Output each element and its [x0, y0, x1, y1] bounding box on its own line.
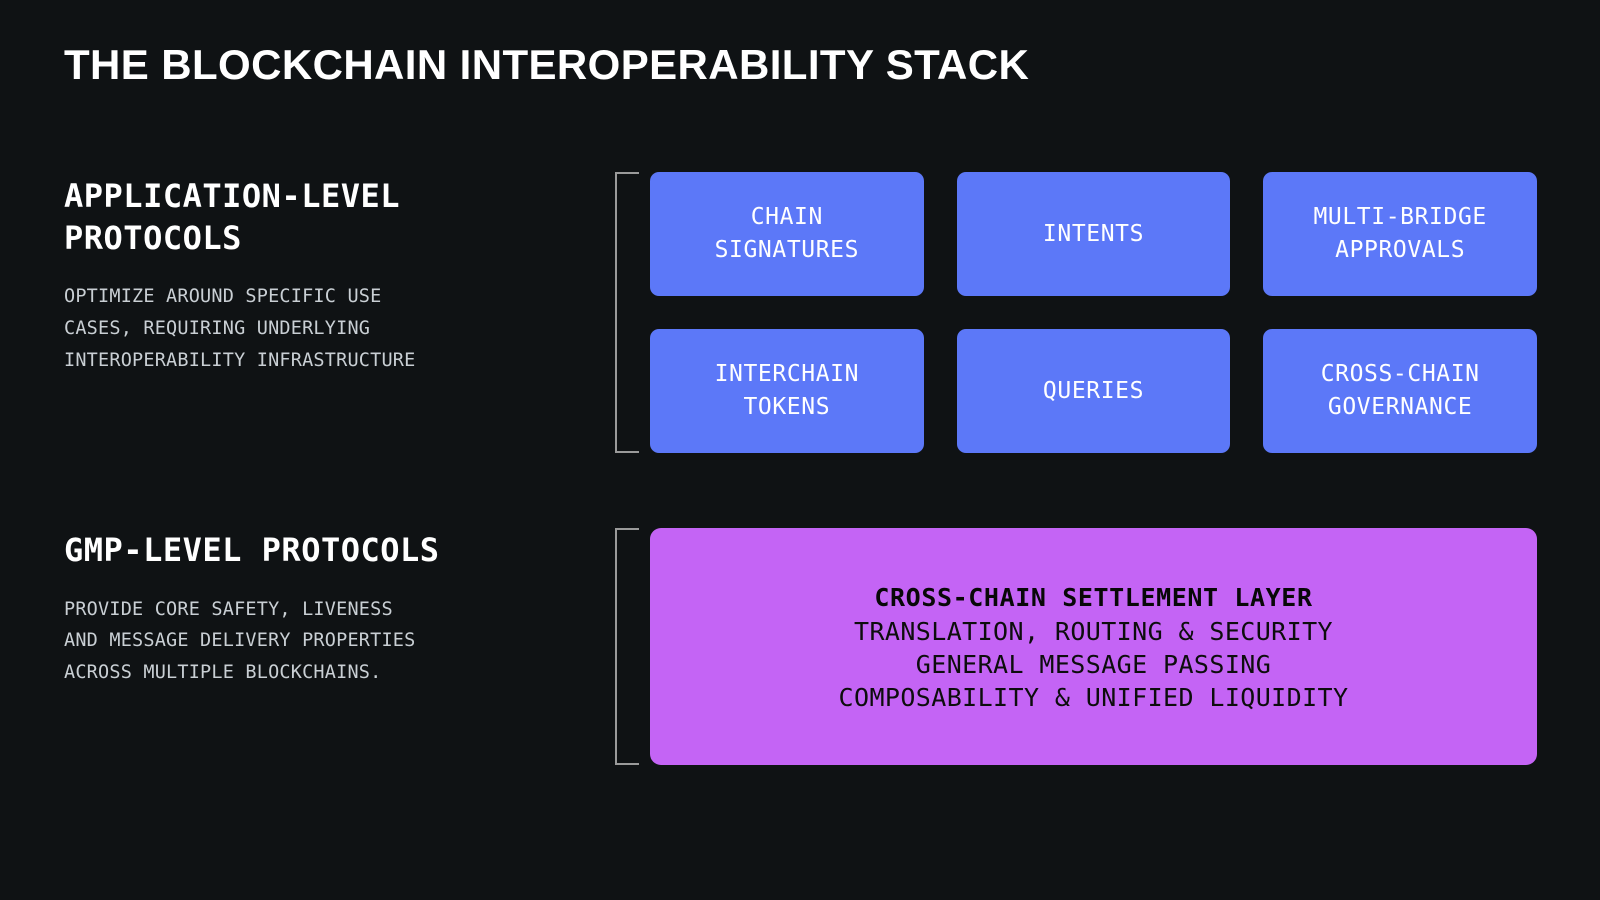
bracket-gmp-level	[615, 528, 639, 765]
card-cross-chain-governance[interactable]: CROSS-CHAIN GOVERNANCE	[1263, 329, 1537, 453]
settlement-layer-line-2: GENERAL MESSAGE PASSING	[915, 649, 1272, 679]
card-queries[interactable]: QUERIES	[956, 329, 1231, 453]
bracket-application-level	[615, 172, 639, 453]
settlement-layer-title: CROSS-CHAIN SETTLEMENT LAYER	[874, 582, 1313, 612]
section-label-gmp-level: GMP-LEVEL PROTOCOLS PROVIDE CORE SAFETY,…	[64, 530, 584, 689]
section-description-gmp-level: PROVIDE CORE SAFETY, LIVENESS AND MESSAG…	[64, 598, 416, 684]
card-chain-signatures[interactable]: CHAIN SIGNATURES	[650, 172, 924, 296]
page-title: THE BLOCKCHAIN INTEROPERABILITY STACK	[64, 41, 1030, 88]
section-heading-application-level: APPLICATION-LEVEL PROTOCOLS	[64, 177, 401, 257]
card-interchain-tokens[interactable]: INTERCHAIN TOKENS	[650, 329, 924, 453]
settlement-layer-line-3: COMPOSABILITY & UNIFIED LIQUIDITY	[838, 682, 1349, 712]
settlement-layer-line-1: TRANSLATION, ROUTING & SECURITY	[854, 616, 1333, 646]
application-card-grid: CHAIN SIGNATURES INTENTS MULTI-BRIDGE AP…	[650, 172, 1537, 453]
section-description-application-level: OPTIMIZE AROUND SPECIFIC USE CASES, REQU…	[64, 286, 416, 371]
cross-chain-settlement-layer-block[interactable]: CROSS-CHAIN SETTLEMENT LAYER TRANSLATION…	[650, 528, 1537, 765]
card-multi-bridge-approvals[interactable]: MULTI-BRIDGE APPROVALS	[1263, 172, 1537, 296]
card-intents[interactable]: INTENTS	[956, 172, 1231, 296]
section-heading-gmp-level: GMP-LEVEL PROTOCOLS	[64, 531, 440, 569]
section-label-application-level: APPLICATION-LEVEL PROTOCOLS OPTIMIZE ARO…	[64, 176, 584, 377]
